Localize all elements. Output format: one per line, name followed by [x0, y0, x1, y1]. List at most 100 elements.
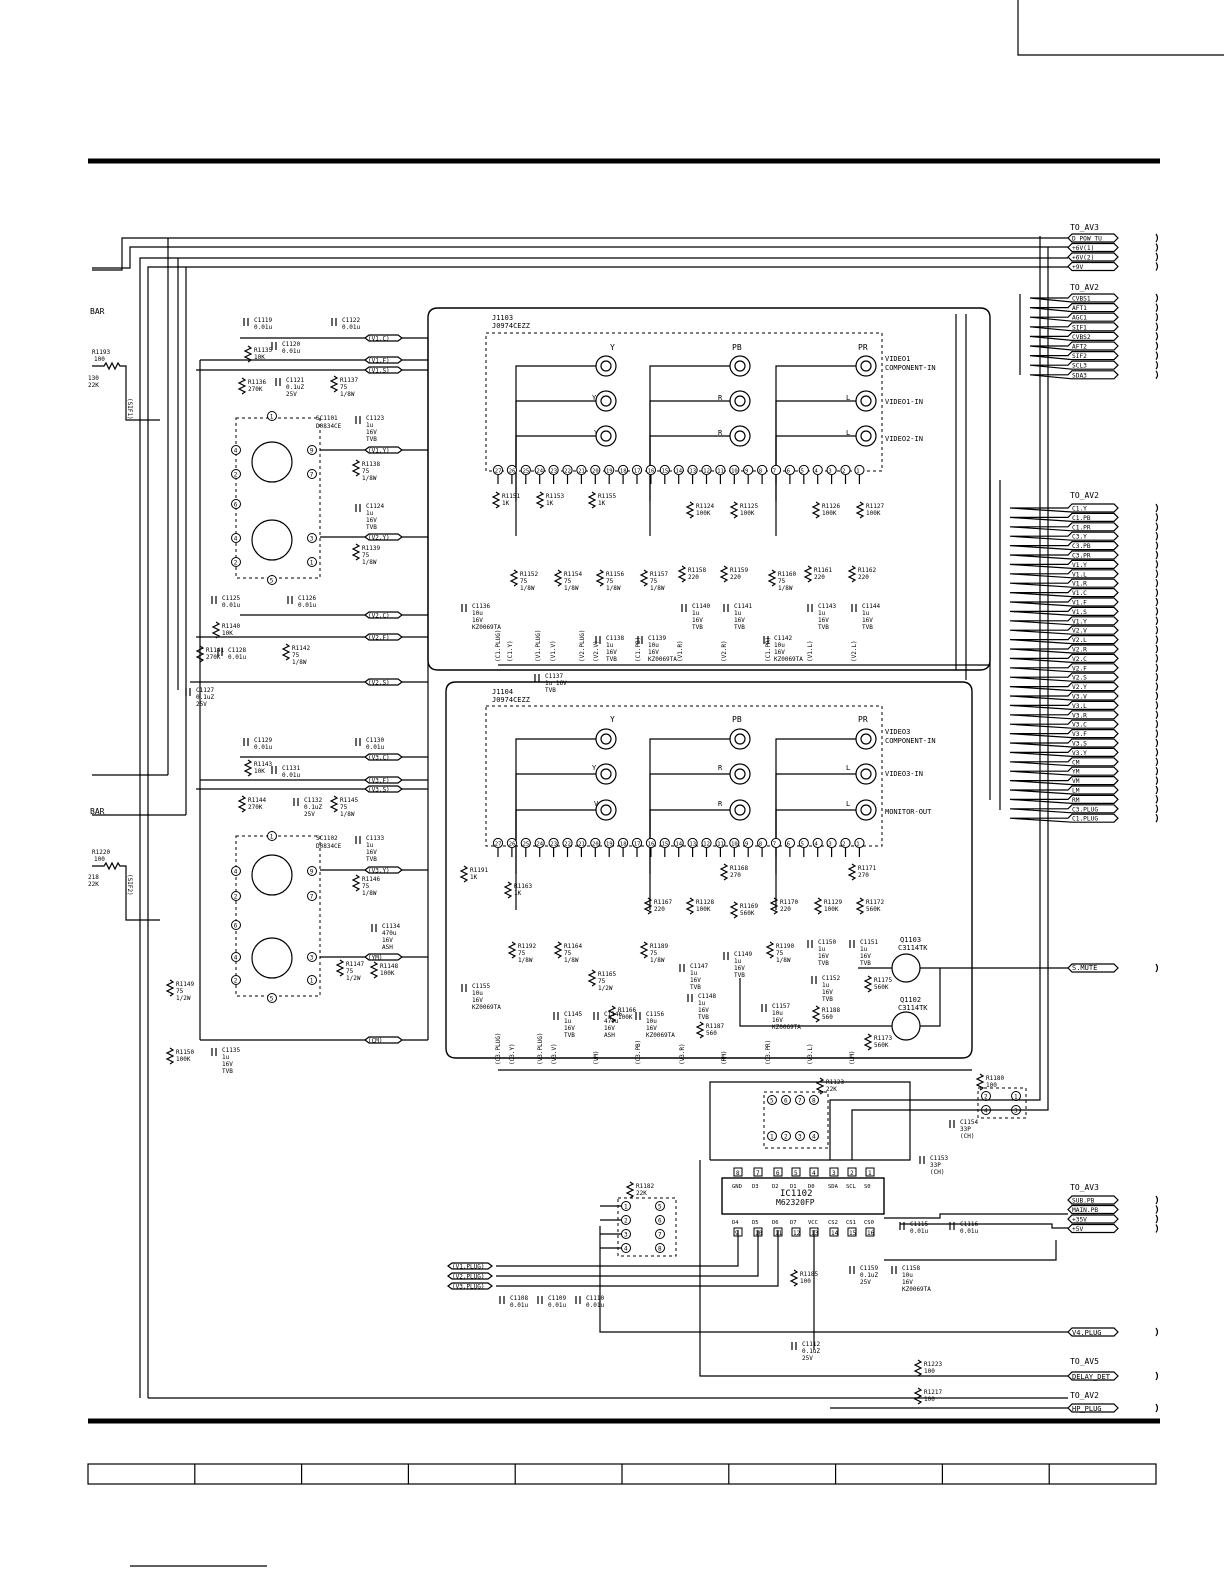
capacitor-symbol	[499, 1296, 505, 1304]
connector-label: V1.Y	[1072, 618, 1087, 625]
component-value: 1u	[734, 958, 742, 965]
connector-wire	[1009, 663, 1119, 673]
resistor-symbol	[351, 459, 361, 477]
component-value: 16V	[772, 1017, 783, 1024]
connector-lists: D_POW_TU+6V(1)+6V(2)+9VCVBS1AFT1AGC1SIF1…	[1009, 233, 1159, 1413]
j1-r1: R	[718, 394, 723, 402]
ic-pin-label: GND	[732, 1184, 742, 1190]
jack-pin	[743, 464, 754, 476]
connector-label: C1.PB	[1072, 515, 1091, 522]
jack-pin	[701, 837, 712, 849]
ic-pin-label: CS0	[864, 1220, 874, 1226]
component-value: 560K	[866, 906, 881, 913]
s-mute-label: S.MUTE	[1072, 964, 1097, 972]
jack-pin-number: 9	[745, 468, 748, 474]
connector-label: SIF1	[1072, 324, 1087, 331]
din-pin-number: 4	[234, 448, 238, 455]
component-value: 22K	[636, 1190, 647, 1197]
jack-pin	[534, 837, 545, 849]
jack-pin	[604, 837, 615, 849]
component-ref: R1166	[618, 1007, 636, 1014]
header-to-av2-mid: TO_AV2	[1070, 283, 1099, 292]
component-value: 0.01u	[282, 772, 300, 779]
connector-wire	[1009, 747, 1119, 757]
array-pin	[781, 1095, 791, 1105]
component-value: 10u	[902, 1272, 913, 1279]
component-ref: R1148	[380, 963, 398, 970]
component-value: 0.01u	[298, 602, 316, 609]
array-pin-number: 4	[812, 1133, 816, 1140]
jack-pin	[826, 464, 837, 476]
component-value: KZ0069TA	[646, 1032, 675, 1039]
din-pin	[307, 952, 317, 962]
jack-pin-number: 7	[773, 468, 776, 474]
resistor-symbol	[553, 569, 563, 587]
component-value: 16V	[646, 1025, 657, 1032]
jack-pin	[562, 464, 573, 476]
j1-l1: L	[846, 394, 850, 402]
net-label: (C3.PR)	[765, 1040, 772, 1065]
jack-pin	[548, 464, 559, 476]
capacitor-symbol	[593, 1012, 599, 1020]
array-pin-number: 4	[984, 1107, 988, 1114]
connector-wire	[1009, 729, 1119, 739]
ic-pin-top	[865, 1167, 875, 1177]
connector-label: V2.Y	[1072, 684, 1087, 691]
component-value: 100K	[696, 510, 711, 517]
q1103-part: C3114TK	[898, 944, 928, 952]
connector-label: V3.R	[1072, 712, 1087, 719]
av2-bus	[955, 294, 1021, 810]
sc1102-ref: SC1102	[316, 835, 338, 842]
component-value: 1u	[564, 1018, 572, 1025]
connector-wire	[1009, 606, 1119, 616]
resistor-symbol	[595, 569, 605, 587]
connector-wire	[1029, 341, 1119, 351]
left-net-label: (YM)	[368, 954, 382, 961]
component-ref: C1122	[342, 317, 360, 324]
connector-label: D_POW_TU	[1072, 236, 1102, 243]
header-to-av2-bottom: TO_AV2	[1070, 1391, 1099, 1400]
resistor-symbol	[847, 863, 857, 881]
component-ref: C1144	[862, 603, 880, 610]
jack-pin-number: 14	[676, 468, 683, 474]
jack-pin	[840, 464, 851, 476]
rca-jack-outer	[595, 728, 617, 750]
component-ref: C1108	[510, 1295, 528, 1302]
component-value: 220	[858, 574, 869, 581]
connector-bracket	[1155, 341, 1159, 351]
rca-jack-outer	[855, 763, 877, 785]
connector-wire	[1009, 710, 1119, 720]
rca-jack-lead	[515, 435, 596, 536]
component-value: 0.01u	[548, 1302, 566, 1309]
connector-bracket	[1155, 293, 1159, 303]
component-value: 16V	[564, 1025, 575, 1032]
ic-pin-number: 9	[735, 1230, 739, 1237]
component-value: 16V	[902, 1279, 913, 1286]
ic-pin-label: D3	[752, 1184, 759, 1190]
resistor-symbol	[803, 565, 813, 583]
net-label: (V1.PLUG)	[452, 1264, 485, 1271]
connector-label: SIF2	[1072, 353, 1087, 360]
component-ref: C1131	[282, 765, 300, 772]
component-ref: R1156	[606, 571, 624, 578]
component-ref: R1165	[598, 971, 616, 978]
connector-label: V3.C	[1072, 722, 1087, 729]
jack-pin-number: 3	[828, 841, 831, 847]
bar-label-2: BAR	[90, 807, 105, 816]
component-value: 560K	[874, 984, 889, 991]
capacitor-symbol	[534, 674, 540, 682]
component-value: 16V	[690, 977, 701, 984]
din-pin-number: 4	[234, 536, 238, 543]
ic-pin-label: SDA	[828, 1184, 839, 1190]
component-value: TVB	[860, 960, 871, 967]
component-value: (CH)	[960, 1133, 974, 1140]
r218-ref: 218	[88, 874, 99, 881]
component-ref: C1159	[860, 1265, 878, 1272]
din-pin-number: 5	[270, 578, 274, 585]
component-value: 0.1uZ	[196, 694, 214, 701]
jack-pin	[659, 837, 670, 849]
component-ref: R1154	[564, 571, 582, 578]
component-value: 1u	[606, 642, 614, 649]
connector-label: V2.R	[1072, 647, 1087, 654]
component-ref: R1189	[650, 943, 668, 950]
